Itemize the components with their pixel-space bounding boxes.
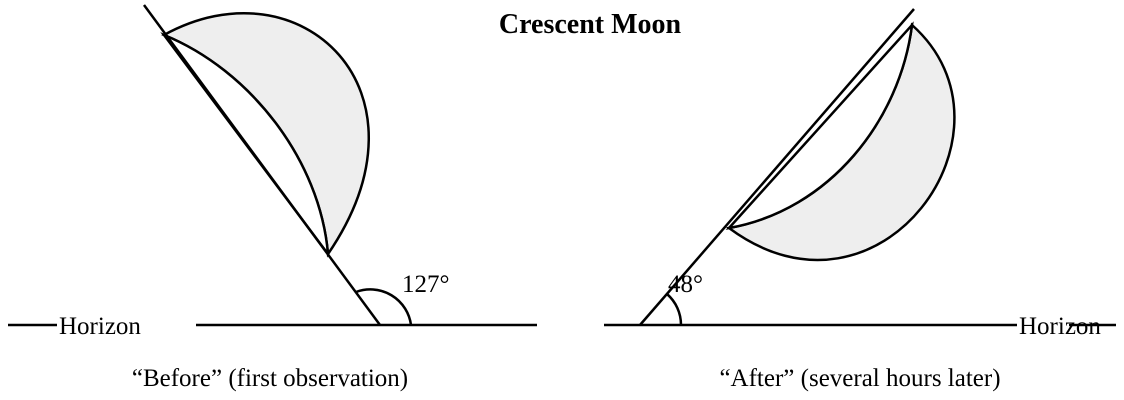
after-panel: Horizon 48° “After” (several hours later… [604,8,1116,392]
before-angle-label: 127° [402,271,450,298]
after-moon-dark-region [725,21,914,230]
before-panel: Horizon 127° “Before” (first observation… [8,4,537,392]
before-moon-path-line [142,4,382,326]
after-angle-label: 48° [668,271,703,298]
after-horizon-label: Horizon [1019,313,1101,340]
before-horizon-label: Horizon [59,313,141,340]
after-angle-arc [666,293,683,326]
before-angle-arc [355,288,413,326]
before-caption: “Before” (first observation) [132,365,408,392]
diagram-title: Crescent Moon [499,9,682,40]
after-caption: “After” (several hours later) [719,365,1000,392]
after-moon-path-line [639,8,915,326]
